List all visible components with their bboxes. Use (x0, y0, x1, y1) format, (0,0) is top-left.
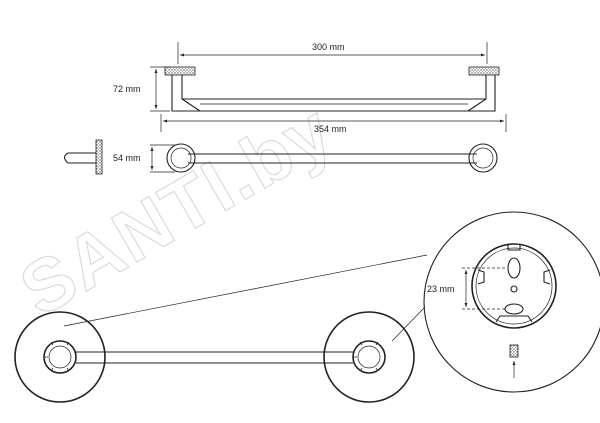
rosette-right (468, 143, 498, 173)
bottom-view (14, 254, 428, 403)
mounting-hole-lower (504, 303, 524, 315)
detail-view: 23 mm (423, 211, 600, 393)
towel-bar-front (171, 75, 496, 112)
set-screw-hole (510, 285, 518, 293)
rosette-bottom-left (14, 311, 106, 403)
mounting-hole-upper (507, 257, 521, 279)
watermark-text: SANTI.by (7, 88, 347, 332)
towel-bar-bottom (76, 351, 353, 364)
set-screw (509, 344, 519, 358)
bracket-side-profile (63, 152, 96, 164)
towel-bar-top (188, 153, 477, 164)
detail-rosette-outer (471, 243, 557, 329)
detail-leader-upper (63, 254, 428, 327)
wall-plate-side (95, 139, 103, 175)
wall-plate-left (164, 66, 196, 76)
front-view: 300 mm 72 mm 354 mm (113, 42, 507, 134)
rosette-left (166, 143, 196, 173)
top-view (166, 143, 498, 173)
detail-circle (423, 211, 600, 393)
wall-plate-right (468, 66, 500, 76)
watermark: SANTI.by (6, 87, 347, 332)
side-view: 54 mm (63, 139, 175, 175)
detail-leader-lower (391, 306, 426, 342)
rosette-bottom-right (323, 311, 415, 403)
dimension-label-mount-spacing: 300 mm (312, 42, 345, 52)
dimension-label-hole-spacing: 23 mm (427, 284, 455, 294)
dimension-label-overall-length: 354 mm (314, 124, 347, 134)
dimension-label-height: 72 mm (113, 84, 141, 94)
dimension-label-depth: 54 mm (113, 153, 141, 163)
